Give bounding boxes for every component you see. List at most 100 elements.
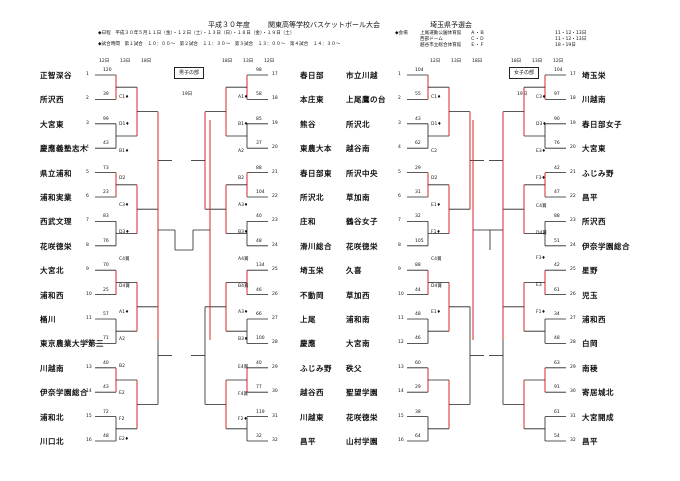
venue-label: ◆会場 — [395, 31, 408, 36]
team-name: 所沢北 — [300, 193, 324, 202]
seed-number: 14 — [398, 389, 404, 395]
seed-number: 4 — [398, 145, 401, 151]
seed-number: 5 — [86, 169, 89, 175]
team-name: 本庄東 — [300, 95, 324, 105]
team-name: 埼玉栄 — [300, 266, 324, 276]
score: 76 — [554, 141, 560, 147]
team-name: 昌平 — [300, 437, 316, 446]
seed-number: 14 — [86, 389, 92, 395]
score: 58 — [256, 92, 262, 98]
score: 32 — [256, 434, 262, 439]
score: 40 — [103, 360, 109, 366]
venue-1: 上尾運動公園体育館 Ａ・Ｂ — [420, 31, 485, 36]
team-name: 大宮北 — [40, 266, 64, 276]
score: 29 — [415, 165, 421, 171]
seed-number: 22 — [272, 194, 278, 199]
col-13d: 13日 — [532, 59, 543, 64]
seed-number: 16 — [86, 438, 92, 443]
seed-number: 7 — [86, 218, 89, 224]
score: 43 — [415, 116, 421, 122]
seed-number: 2 — [398, 96, 401, 102]
seed-number: 26 — [570, 291, 576, 297]
match-label: C3♦ — [536, 95, 547, 101]
score: 48 — [415, 312, 421, 317]
team-name: 南稜 — [582, 363, 598, 373]
score: 61 — [554, 287, 560, 293]
team-name: 所沢北 — [346, 119, 370, 129]
team-name: 児玉 — [582, 290, 598, 300]
team-name: 越谷西 — [300, 388, 324, 398]
team-name: 鶴谷女子 — [346, 217, 378, 227]
col-13b: 13日 — [243, 59, 254, 64]
col-13c: 13日 — [451, 59, 462, 64]
girls-day: 19日 — [517, 92, 528, 97]
score: 77 — [256, 385, 262, 391]
team-name: 浦和西 — [582, 315, 606, 324]
match-label: B3♦ — [238, 336, 248, 342]
score: 23 — [103, 190, 109, 195]
match-label: B3♦ — [238, 229, 248, 235]
seed-number: 12 — [398, 340, 404, 346]
score: 60 — [415, 360, 421, 366]
team-name: 所沢西 — [582, 217, 606, 227]
match-label: E3 — [536, 283, 542, 289]
match-label: C1♦ — [431, 95, 442, 101]
score: 70 — [103, 263, 109, 269]
score: 48 — [554, 336, 560, 342]
team-name: 所沢西 — [40, 95, 64, 105]
score: 85 — [256, 116, 262, 122]
seed-number: 30 — [272, 389, 278, 395]
seed-number: 26 — [272, 291, 278, 297]
team-name: 大宮開成 — [582, 412, 614, 422]
match-label: D1♦ — [431, 122, 442, 128]
match-label: D3♦ — [119, 229, 130, 235]
match-label: E2♦ — [119, 437, 129, 442]
match-label: B1♦ — [238, 122, 248, 128]
score: 97 — [554, 92, 560, 98]
match-label: D4賞 — [536, 230, 547, 236]
score: 32 — [415, 214, 421, 220]
seed-number: 19 — [272, 120, 278, 126]
score: 90 — [554, 116, 560, 122]
match-label: F4賞 — [238, 391, 248, 397]
seed-number: 8 — [86, 242, 89, 248]
score: 48 — [256, 238, 262, 244]
team-name: 浦和北 — [40, 412, 64, 422]
score: 104 — [554, 68, 563, 73]
team-name: 川越東 — [300, 412, 324, 422]
team-name: 大宮南 — [346, 339, 370, 349]
col-12b: 12日 — [264, 59, 275, 64]
score: 76 — [103, 238, 109, 244]
seed-number: 23 — [570, 218, 576, 224]
team-name: 東農大本 — [300, 144, 332, 154]
match-label: B1♦ — [119, 149, 129, 155]
team-name: 山村学園 — [346, 437, 378, 446]
seed-number: 9 — [86, 267, 89, 273]
venue-3: 越谷市立総合体育館 Ｅ・Ｆ — [420, 43, 485, 48]
prefecture-title: 埼玉県予選会 — [430, 21, 472, 29]
seed-number: 17 — [272, 72, 278, 77]
team-name: 庄和 — [300, 217, 316, 227]
seed-number: 3 — [86, 120, 89, 126]
score: 104 — [256, 190, 265, 195]
venue-date-2: 11・12・13日 — [555, 37, 587, 42]
seed-number: 25 — [570, 267, 576, 273]
match-label: A3♦ — [238, 310, 248, 316]
score: 120 — [103, 68, 112, 73]
score: 54 — [554, 434, 560, 439]
team-name: 所沢中央 — [346, 168, 378, 178]
seed-number: 11 — [86, 316, 92, 321]
score: 37 — [256, 141, 262, 147]
seed-number: 20 — [570, 145, 576, 151]
col-13: 13日 — [120, 59, 131, 64]
seed-number: 29 — [570, 364, 576, 370]
team-name: 昌平 — [582, 193, 598, 202]
team-name: 花咲徳栄 — [346, 241, 378, 251]
seed-number: 32 — [272, 438, 278, 443]
boys-label-box: 男子の部 — [174, 67, 204, 79]
score: 134 — [256, 263, 265, 269]
seed-number: 1 — [398, 72, 401, 77]
seed-number: 10 — [86, 291, 92, 297]
team-name: 久喜 — [346, 266, 362, 276]
seed-number: 19 — [570, 120, 576, 126]
